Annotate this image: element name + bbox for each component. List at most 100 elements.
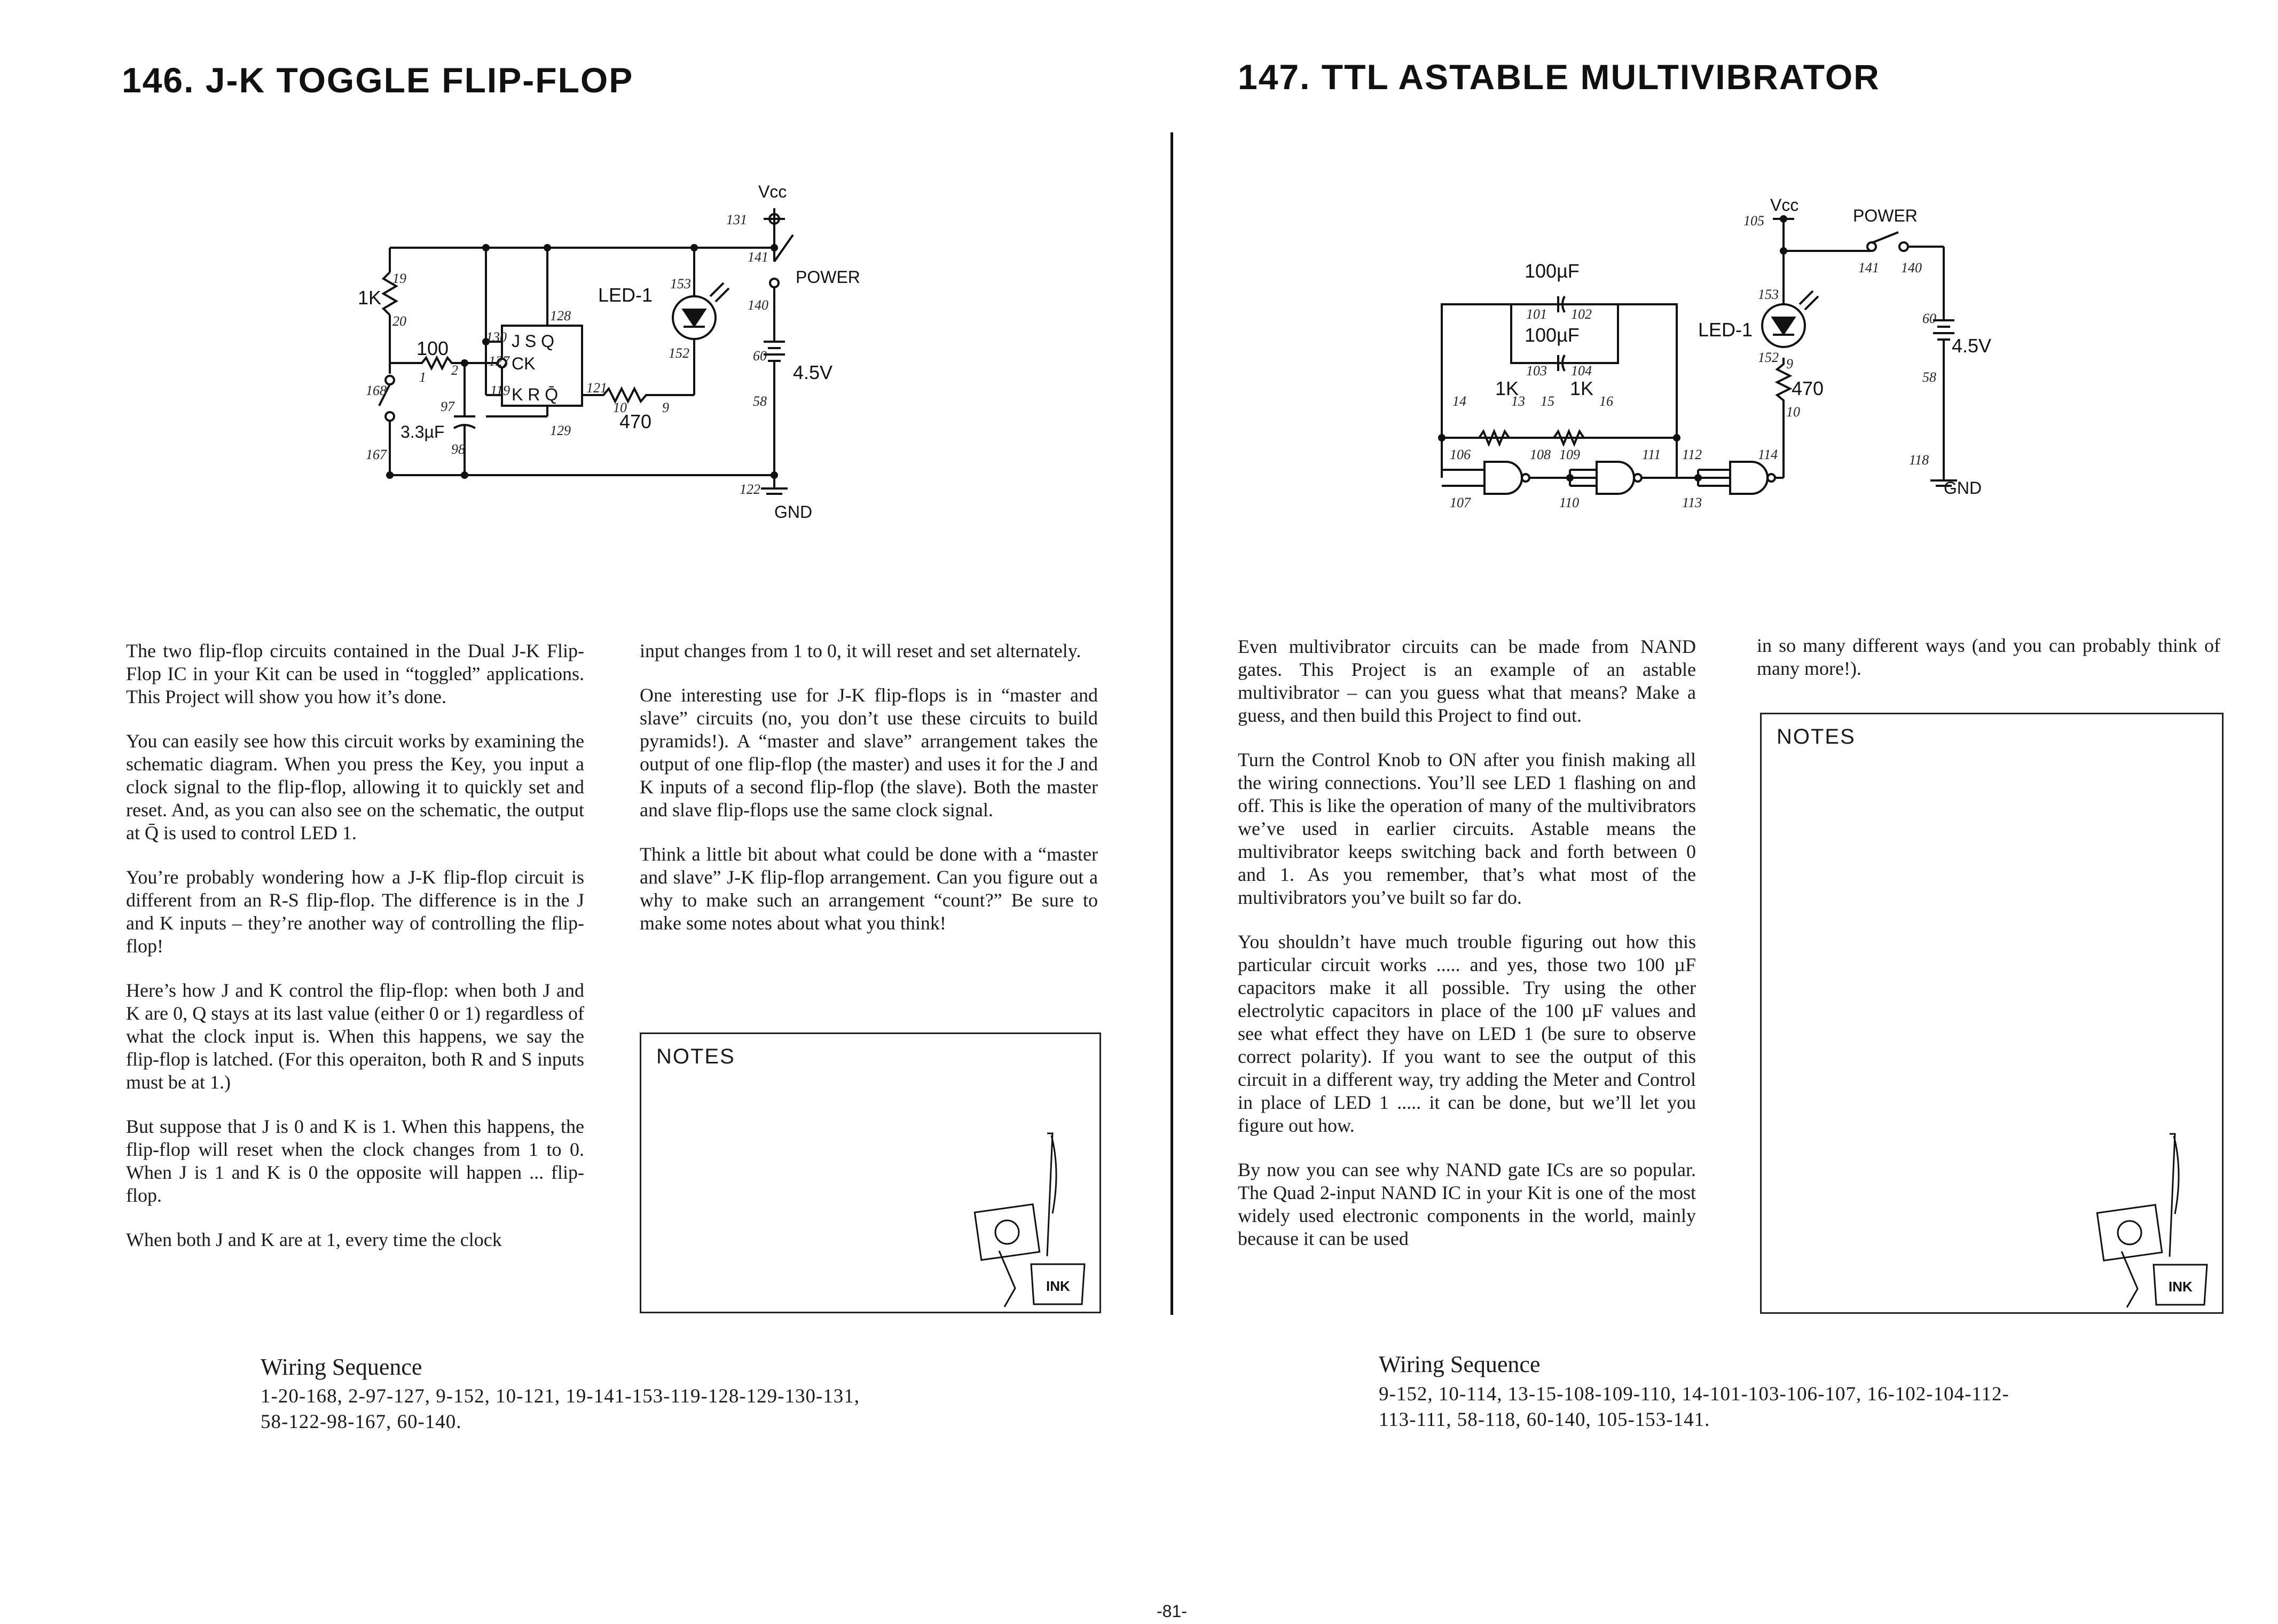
pin-167: 167 [366,447,387,462]
capacitor-2-label: 100µF [1525,324,1580,346]
jk-flip-flop-schematic: Vcc POWER 4.5V GND LED-1 1K 100 470 3.3µ… [358,182,860,522]
right-column-2: in so many different ways (and you can p… [1757,634,2220,701]
capacitor-1-label: 100µF [1525,260,1580,282]
pin-152: 152 [1758,350,1779,365]
pin-168: 168 [366,383,387,398]
pin-122: 122 [740,482,760,497]
pin-141: 141 [1858,260,1879,275]
capacitor-label: 3.3µF [400,422,444,442]
pin-9: 9 [1786,356,1793,372]
ic-js-label: J S Q [512,332,554,351]
pin-140: 140 [748,297,768,313]
paragraph: in so many different ways (and you can p… [1757,635,2220,679]
paragraph: When both J and K are at 1, every time t… [126,1229,502,1250]
left-page-title: 146. J-K TOGGLE FLIP-FLOP [122,60,634,100]
pin-9: 9 [662,400,669,415]
ic-kr-label: K R Q̄ [512,385,558,404]
left-column-2: input changes from 1 to 0, it will reset… [640,640,1098,956]
paragraph: The two flip-flop circuits contained in … [126,640,584,707]
pin-153: 153 [670,276,691,291]
quill-ink-icon: INK [2096,1133,2208,1308]
pin-60: 60 [1922,311,1936,326]
resistor-100-label: 100 [417,337,449,359]
right-wiring-line-2: 113-111, 58-118, 60-140, 105-153-141. [1379,1409,1710,1431]
power-label: POWER [796,267,860,287]
pin-10: 10 [1786,404,1800,420]
power-label: POWER [1853,206,1918,225]
right-page-title: 147. TTL ASTABLE MULTIVIBRATOR [1238,57,1880,97]
pin-118: 118 [1909,452,1929,468]
ink-label: INK [2169,1279,2193,1295]
page-number: -81- [1157,1602,1187,1621]
pin-19: 19 [392,271,406,286]
pin-58: 58 [753,393,767,409]
led-label: LED-1 [1698,319,1753,341]
paragraph: But suppose that J is 0 and K is 1. When… [126,1116,584,1206]
paragraph: input changes from 1 to 0, it will reset… [640,640,1081,661]
pin-10: 10 [613,400,627,415]
paragraph: You shouldn’t have much trouble figuring… [1238,931,1696,1136]
resistor-1k-left-label: 1K [1495,377,1519,399]
pin-16: 16 [1599,393,1613,409]
pin-153: 153 [1758,287,1779,302]
gnd-label: GND [1944,478,1982,498]
pin-14: 14 [1452,393,1466,409]
pin-106: 106 [1450,447,1471,462]
left-wiring-line-1: 1-20-168, 2-97-127, 9-152, 10-121, 19-14… [261,1385,860,1407]
pin-109: 109 [1559,447,1580,462]
pin-152: 152 [669,345,689,361]
pin-98: 98 [451,442,465,457]
pin-20: 20 [392,313,406,329]
paragraph: Here’s how J and K control the flip-flop… [126,980,584,1093]
pin-127: 127 [489,353,510,369]
pin-2: 2 [451,362,458,378]
pin-110: 110 [1559,495,1579,510]
vcc-label: Vcc [1770,195,1798,215]
right-notes-box: NOTES INK [1760,713,2224,1314]
resistor-470-label: 470 [619,411,651,432]
pin-113: 113 [1682,495,1702,510]
led-label: LED-1 [598,284,653,306]
pin-102: 102 [1571,306,1592,322]
pin-129: 129 [550,423,571,438]
right-wiring-heading: Wiring Sequence [1379,1351,1541,1377]
pin-60: 60 [753,348,767,364]
right-wiring-line-1: 9-152, 10-114, 13-15-108-109-110, 14-101… [1379,1383,2009,1405]
notes-label: NOTES [1777,725,1856,748]
pin-104: 104 [1571,363,1592,379]
pin-107: 107 [1450,495,1471,510]
ic-ck-label: CK [512,354,535,373]
pin-130: 130 [486,329,507,345]
pin-141: 141 [748,249,768,265]
paragraph: Even multivibrator circuits can be made … [1238,636,1696,726]
pin-105: 105 [1743,213,1764,228]
resistor-1k-right-label: 1K [1570,377,1593,399]
ink-label: INK [1046,1278,1070,1294]
resistor-470-label: 470 [1792,377,1824,399]
pin-97: 97 [441,399,455,414]
paragraph: One interesting use for J-K flip-flops i… [640,684,1098,821]
resistor-1k-label: 1K [358,287,381,309]
pin-15: 15 [1541,393,1554,409]
paragraph: You’re probably wondering how a J-K flip… [126,866,584,957]
left-column-1: The two flip-flop circuits contained in … [126,640,584,1251]
astable-multivibrator-schematic: Vcc POWER 4.5V GND LED-1 100µF 100µF 1K … [1438,195,1991,510]
paragraph: Turn the Control Knob to ON after you fi… [1238,749,1696,908]
pin-121: 121 [586,380,607,396]
battery-label: 4.5V [1952,335,1991,357]
pin-101: 101 [1526,306,1547,322]
pin-1: 1 [419,369,426,385]
notes-label: NOTES [656,1045,735,1068]
paragraph: Think a little bit about what could be d… [640,843,1098,934]
paragraph: You can easily see how this circuit work… [126,730,584,843]
pin-131: 131 [726,212,747,227]
left-wiring-line-2: 58-122-98-167, 60-140. [261,1411,462,1433]
pin-119: 119 [490,383,510,398]
left-wiring-heading: Wiring Sequence [261,1354,422,1380]
vcc-label: Vcc [758,182,787,201]
pin-111: 111 [1642,447,1661,462]
pin-103: 103 [1526,363,1547,379]
pin-128: 128 [550,308,571,324]
pin-58: 58 [1922,369,1936,385]
page-divider [1171,132,1173,1315]
